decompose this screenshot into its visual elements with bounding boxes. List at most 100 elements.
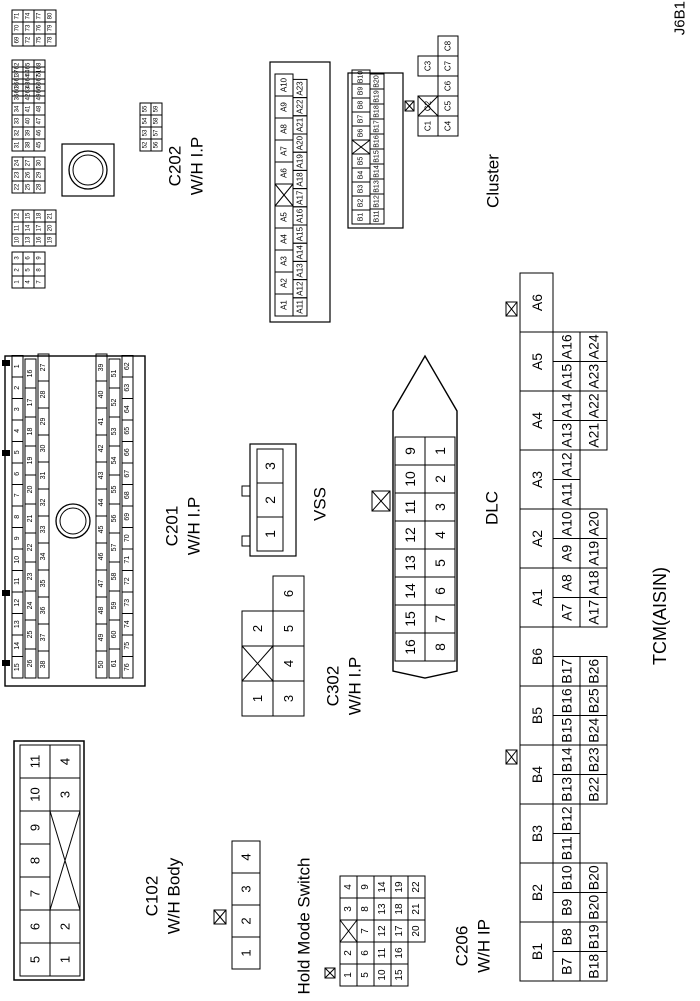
pin-label: 8 [37,268,43,272]
pin-label: 1 [15,280,21,284]
pin-cell [272,575,305,612]
cross-line [213,909,227,925]
pin-label: 2 [15,268,21,272]
pin-label: B8 [559,928,575,945]
pin-label: 8 [360,906,371,912]
pin-label: 7 [14,493,21,497]
pin-label: 16 [394,947,405,959]
pin-label: 10 [28,787,43,801]
pin-label: 44 [26,69,32,76]
pin-label: 2 [262,496,278,504]
pin-label: 27 [40,364,47,372]
pin-label: B2 [529,884,545,901]
pin-label: C7 [444,60,453,71]
pin-label: 14 [377,881,388,893]
pin-label: 23 [27,573,34,581]
pin-label: C5 [444,100,453,111]
pin-label: 55 [111,486,118,494]
pin-label: 72 [26,36,32,43]
pin-label: 10 [377,969,388,981]
pin-label: B7 [358,115,365,124]
cross-box [213,909,227,925]
pin-label: 4 [26,280,32,284]
pin-label: 61 [15,74,21,81]
pin-label: 8 [432,643,448,651]
pin-label: B12 [374,195,381,208]
cross-box [505,301,518,317]
pin-label: 66 [37,86,43,93]
c102-sub: W/H Body [165,857,184,934]
pin-label: 55 [143,105,149,112]
pin-label: B18 [586,954,602,979]
pin-label: 77 [37,12,43,19]
pin-label: 5 [432,559,448,567]
pin-label: B26 [586,659,602,684]
pin-label: B2 [358,199,365,208]
c202-sub: W/H I.P [188,137,207,196]
pin-label: C1 [424,120,433,131]
pin-cell [33,251,46,265]
pin-label: 4 [343,884,354,890]
pin-cell [369,73,385,90]
pin-label: A2 [529,530,545,547]
pin-label: 27 [26,159,32,166]
pin-label: 29 [37,171,43,178]
pin-label: 67 [124,470,131,478]
pin-label: A18 [586,570,602,595]
tcm-a-key [505,301,518,317]
pin-label: 42 [26,93,32,100]
c202-socket-ring-inner [72,154,104,186]
pin-label: 36 [40,607,47,615]
pin-label: 59 [154,105,160,112]
pin-label: C6 [444,80,453,91]
pin-label: 20 [27,486,34,494]
pin-label: 45 [37,141,43,148]
pin-label: A1 [280,300,289,310]
pin-label: 12 [377,925,388,937]
pin-cell [49,744,81,779]
cross-line [505,749,518,765]
pin-label: 75 [37,36,43,43]
dlc-name: DLC [483,491,502,525]
pin-label: B17 [374,120,381,133]
pin-label: 3 [343,906,354,912]
pin-label: B22 [586,777,602,802]
pin-label: A17 [586,600,602,625]
pin-label: 48 [37,105,43,112]
cross-line [351,139,371,155]
c102-housing [13,740,85,981]
pin-label: 15 [402,611,418,627]
pin-label: A7 [559,603,575,620]
pin-label: A12 [559,452,575,477]
pin-label: 17 [37,224,43,231]
pin-label: B19 [374,90,381,103]
pin-label: B8 [358,101,365,110]
pin-cell [231,840,261,874]
c206-key [324,967,336,979]
pin-label: 54 [111,457,118,465]
pin-label: 5 [26,268,32,272]
pin-label: 17 [27,399,34,407]
pin-label: 7 [432,615,448,623]
pin-label: 22 [15,183,21,190]
pin-label: 9 [37,256,43,260]
pin-label: 74 [124,620,131,628]
pin-label: B6 [529,648,545,665]
c202-socket-ring [68,150,108,190]
pin-label: A2 [280,278,289,288]
pin-label: 5 [14,450,21,454]
pin-label: B5 [529,707,545,724]
pin-label: A22 [586,393,602,418]
pin-cell [24,358,37,389]
pin-label: A21 [586,423,602,448]
pin-label: B19 [586,924,602,949]
pin-label: B5 [358,157,365,166]
pin-label: 4 [432,531,448,539]
pin-label: 60 [15,86,21,93]
c206-name: C206 [453,926,472,967]
pin-label: 38 [40,661,47,669]
pin-label: A7 [280,146,289,156]
pin-label: 3 [262,462,278,470]
pin-label: 16 [402,639,418,655]
